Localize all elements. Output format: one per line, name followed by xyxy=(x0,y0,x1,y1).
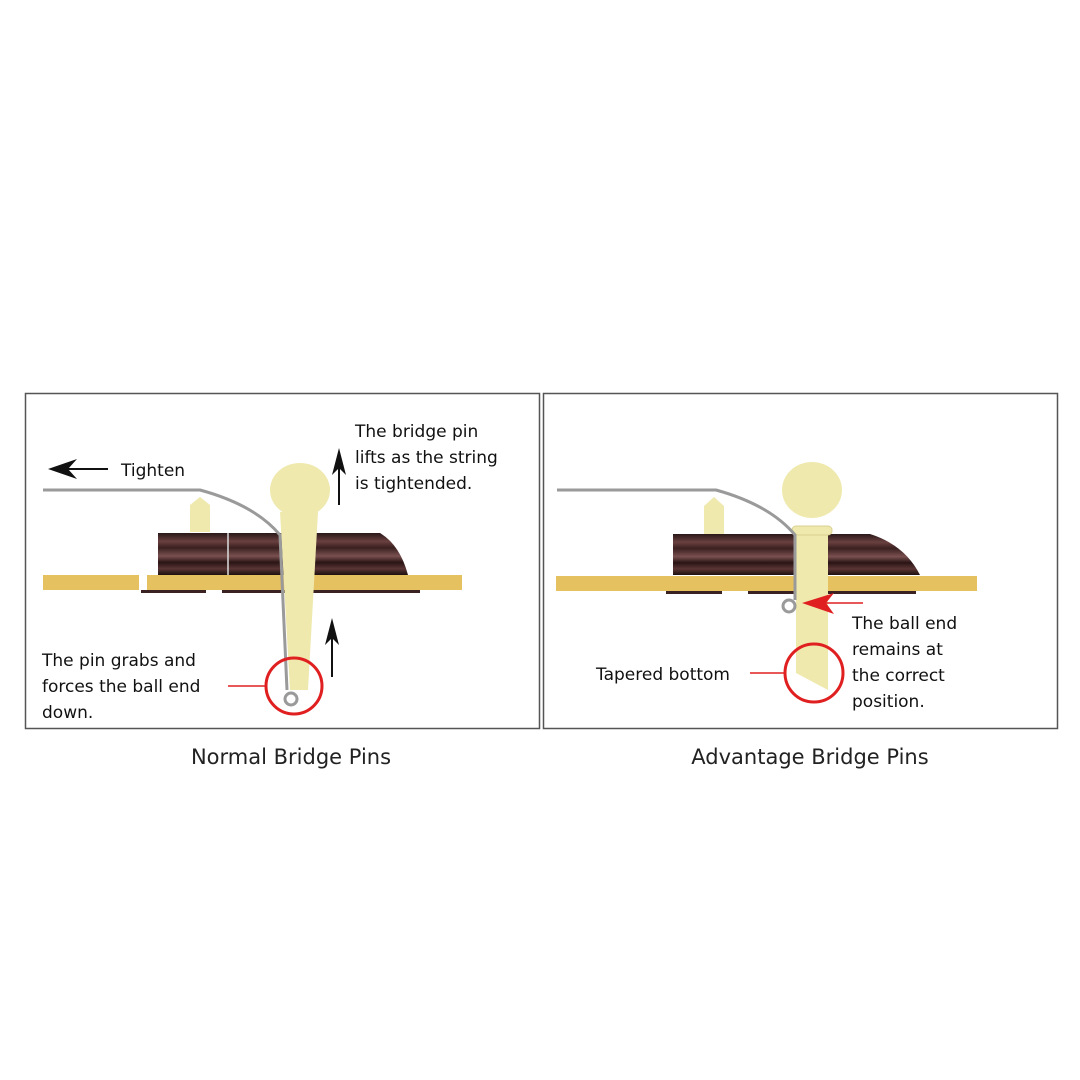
ball-note: The ball end remains at the correct posi… xyxy=(851,614,963,712)
ball-end xyxy=(781,598,797,614)
tapered-bottom-label: Tapered bottom xyxy=(595,665,730,685)
guitar-string xyxy=(557,488,797,600)
lift-note: The bridge pin lifts as the string is ti… xyxy=(354,422,503,494)
highlight-circle xyxy=(783,642,845,704)
panel-normal-bridge-pins: Tighten The bridge pin lifts as the xyxy=(24,392,541,730)
caption-normal: Normal Bridge Pins xyxy=(191,745,391,769)
guitar-string xyxy=(43,488,289,691)
top-plate xyxy=(556,576,977,591)
saddle-pin xyxy=(190,497,210,532)
grab-note: The pin grabs and forces the ball end do… xyxy=(41,651,206,723)
up-arrow-icon xyxy=(325,618,339,677)
bridge-pin xyxy=(270,463,330,690)
up-arrow-icon xyxy=(332,448,346,505)
panel-advantage-bridge-pins: The ball end remains at the correct posi… xyxy=(542,392,1059,730)
highlight-circle xyxy=(264,656,324,716)
advantage-bridge-pin xyxy=(782,462,842,690)
tighten-label: Tighten xyxy=(120,461,185,481)
tighten-arrow-icon xyxy=(48,459,108,479)
ball-end xyxy=(283,691,299,707)
top-plate xyxy=(43,575,139,590)
red-arrow-icon xyxy=(802,593,863,614)
saddle-pin xyxy=(704,497,724,534)
caption-advantage: Advantage Bridge Pins xyxy=(691,745,928,769)
